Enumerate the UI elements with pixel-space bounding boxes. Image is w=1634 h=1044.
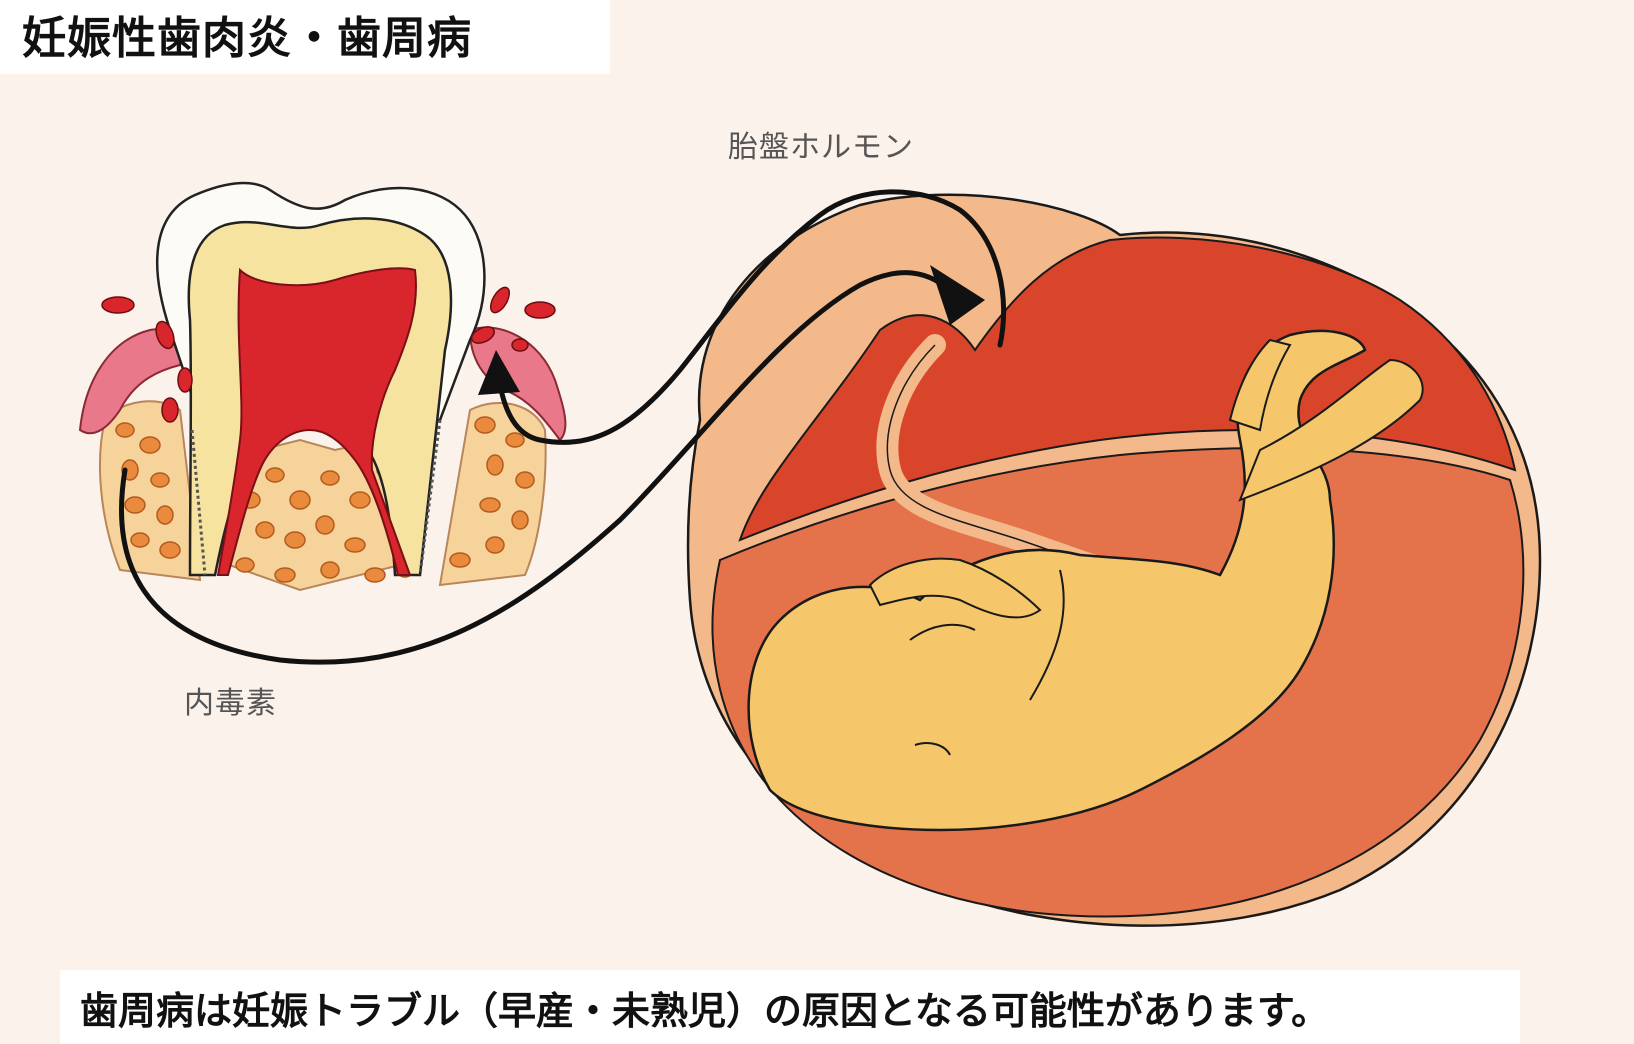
endotoxin-label: 内毒素 [184,678,277,722]
caption-text: 歯周病は妊娠トラブル（早産・未熟児）の原因となる可能性があります。 [80,980,1329,1035]
uterus-diagram [688,195,1540,926]
placental-hormone-label: 胎盤ホルモン [728,122,914,166]
page-title: 妊娠性歯肉炎・歯周病 [22,2,472,66]
